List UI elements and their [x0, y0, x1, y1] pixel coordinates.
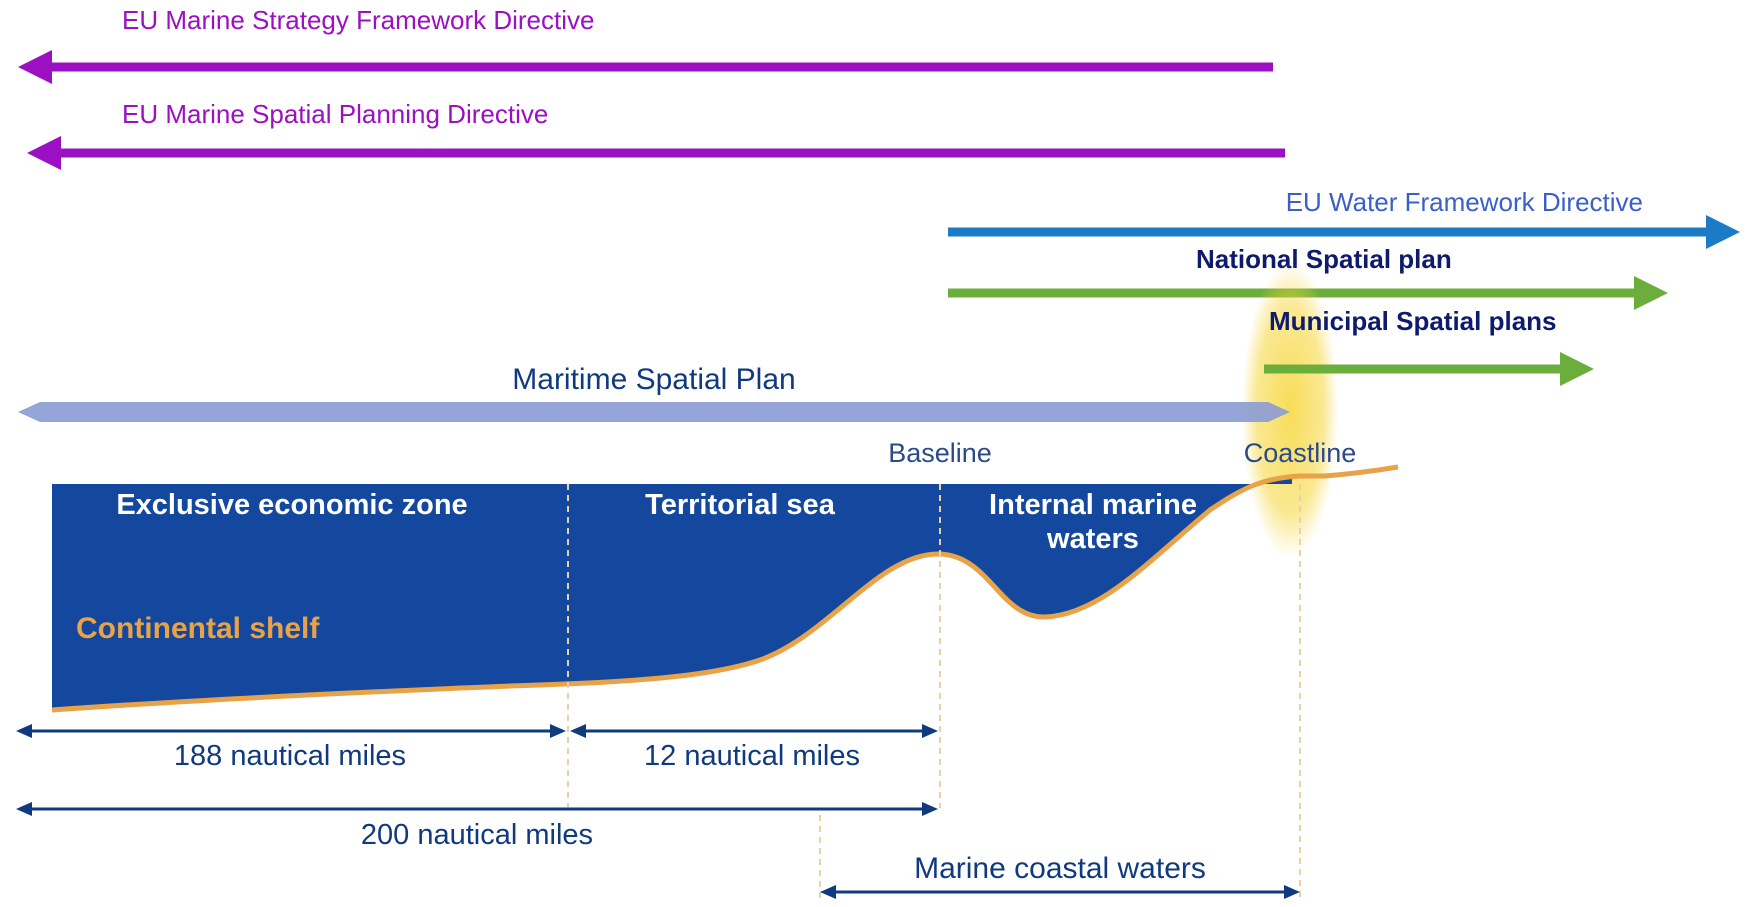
distance-12-arrow [570, 724, 938, 738]
maritime-plan-label: Maritime Spatial Plan [512, 363, 795, 396]
internal-waters-label-line2: waters [1046, 523, 1139, 555]
coastline-label: Coastline [1244, 438, 1357, 468]
distance-188-label: 188 nautical miles [174, 740, 406, 772]
territorial-sea-label: Territorial sea [645, 489, 836, 521]
msfd-label: EU Marine Strategy Framework Directive [122, 5, 594, 35]
mspd-label: EU Marine Spatial Planning Directive [122, 99, 548, 129]
mspd-arrow [27, 136, 1285, 170]
distance-188-arrow [16, 724, 566, 738]
msfd-arrow [18, 50, 1273, 84]
zone-boundaries [567, 484, 1301, 902]
maritime-plan-arrow [18, 402, 1290, 422]
wfd-label: EU Water Framework Directive [1286, 187, 1643, 217]
coastal-waters-label: Marine coastal waters [914, 852, 1206, 885]
distance-12-label: 12 nautical miles [644, 740, 860, 772]
internal-waters-label-line1: Internal marine [989, 489, 1197, 521]
sea-body [52, 476, 1292, 710]
national-plan-label: National Spatial plan [1196, 244, 1452, 274]
continental-shelf-label: Continental shelf [76, 612, 320, 645]
distance-200-arrow [16, 802, 938, 816]
municipal-plan-label: Municipal Spatial plans [1269, 306, 1557, 336]
coastal-waters-arrow [820, 885, 1300, 899]
wfd-arrow [948, 215, 1740, 249]
baseline-label: Baseline [888, 438, 992, 468]
distance-200-label: 200 nautical miles [361, 819, 593, 851]
eez-label: Exclusive economic zone [116, 489, 467, 521]
seabed-line [51, 464, 1399, 713]
municipal-plan-arrow [1264, 352, 1594, 386]
